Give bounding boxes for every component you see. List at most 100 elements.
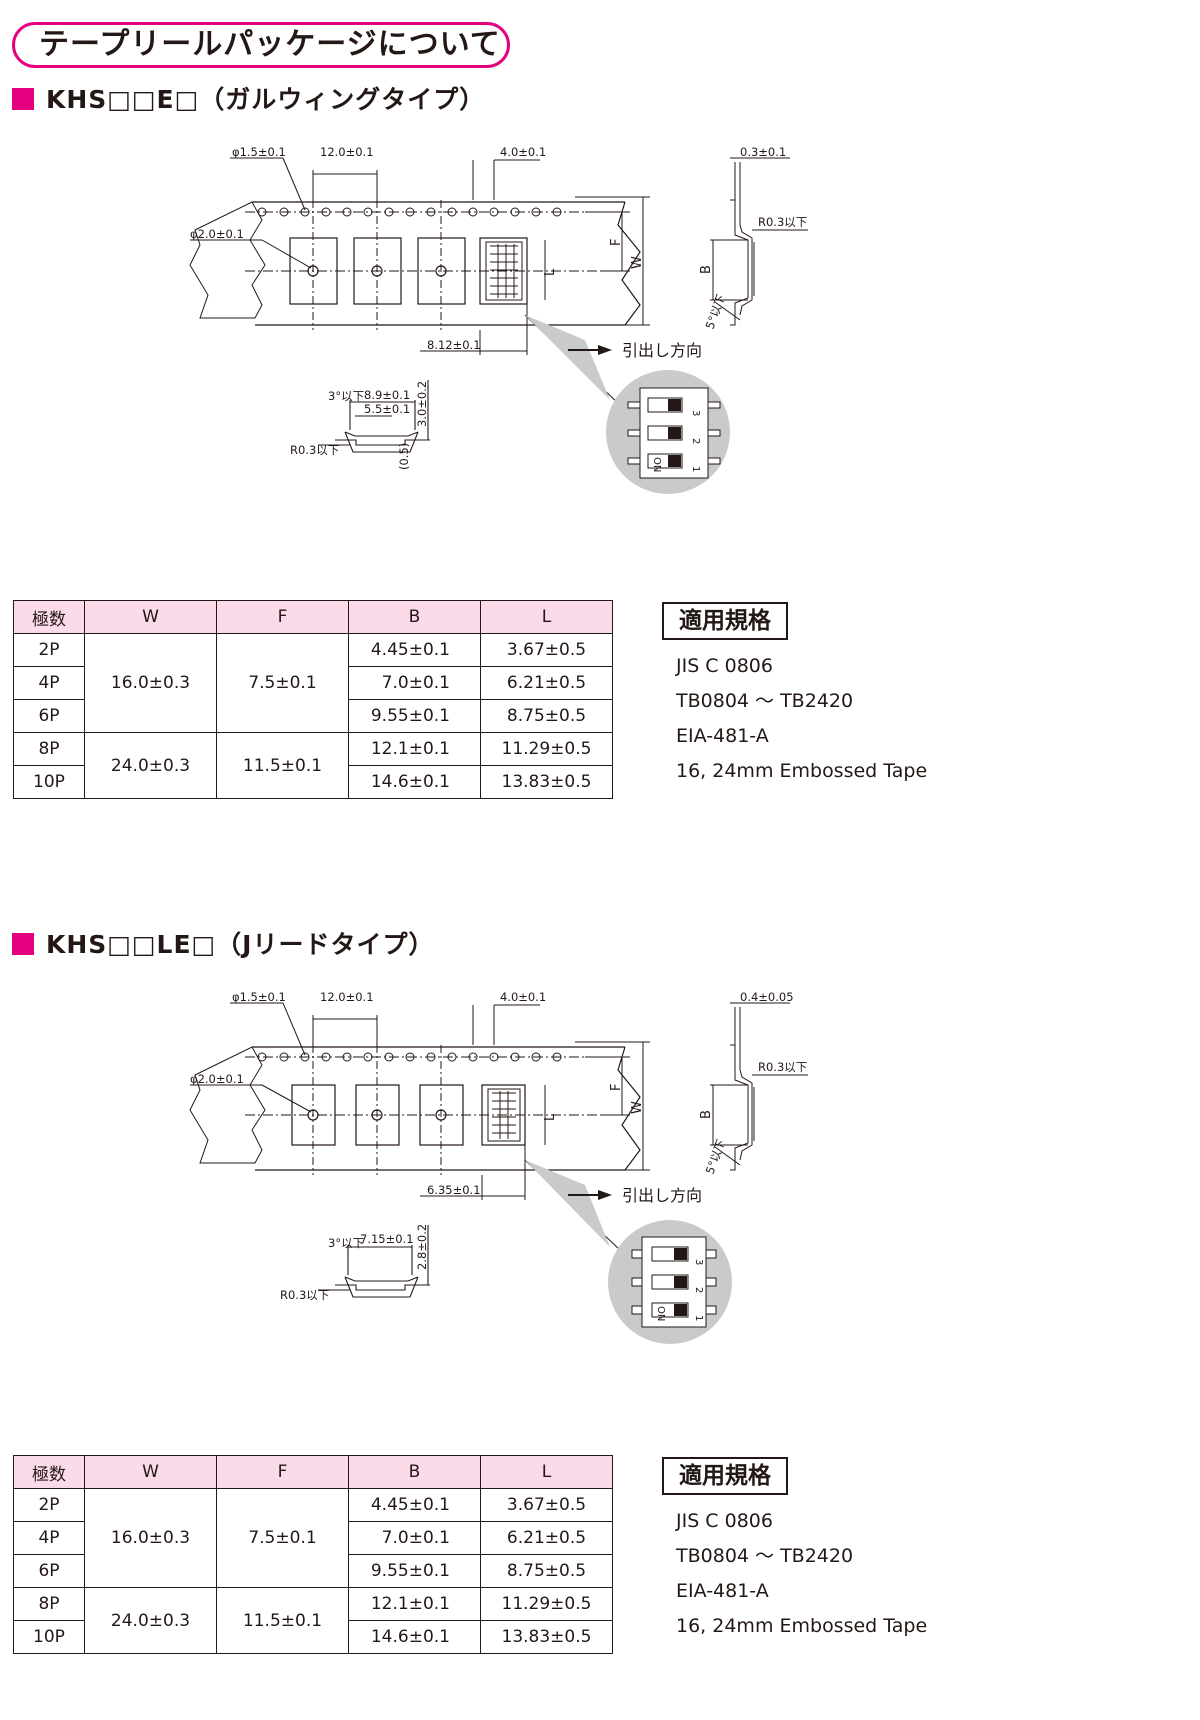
cell-L: 8.75±0.5 bbox=[480, 1554, 613, 1588]
cell-F: 11.5±0.1 bbox=[216, 732, 349, 799]
dim-offset: 6.35±0.1 bbox=[427, 1183, 481, 1197]
header-poles: 極数 bbox=[13, 1455, 85, 1489]
cell-F: 7.5±0.1 bbox=[216, 1488, 349, 1588]
dim-hole: φ1.5±0.1 bbox=[232, 145, 286, 159]
tape-drawing-gullwing: φ1.5±0.1 12.0±0.1 4.0±0.1 φ2.0±0.1 8.12±… bbox=[189, 145, 808, 494]
header-B: B bbox=[348, 1455, 481, 1489]
cell-L: 13.83±0.5 bbox=[480, 1620, 613, 1654]
dim-thickness: 0.4±0.05 bbox=[740, 990, 794, 1004]
page-title: テープリールパッケージについて bbox=[12, 22, 510, 68]
cell-L: 6.21±0.5 bbox=[480, 666, 613, 700]
header-F: F bbox=[216, 600, 349, 634]
dim-sprocket-pitch: 4.0±0.1 bbox=[500, 145, 546, 159]
dim-pitch: 12.0±0.1 bbox=[320, 990, 374, 1004]
header-W: W bbox=[84, 600, 217, 634]
table-row: 2P 16.0±0.3 7.5±0.1 4.45±0.1 3.67±0.5 bbox=[13, 633, 613, 733]
table-row: 10P 14.6±0.1 13.83±0.5 bbox=[13, 765, 613, 799]
cross-height: 3.0±0.2 bbox=[415, 381, 429, 427]
cell-L: 3.67±0.5 bbox=[480, 633, 613, 667]
cross-width-outer: 7.15±0.1 bbox=[360, 1232, 414, 1246]
dim-sprocket-pitch: 4.0±0.1 bbox=[500, 990, 546, 1004]
bullet-square-icon bbox=[12, 88, 34, 110]
cell-B: 7.0±0.1 bbox=[348, 666, 481, 700]
cell-F: 11.5±0.1 bbox=[216, 1587, 349, 1654]
table-row: 6P 9.55±0.1 8.75±0.5 bbox=[13, 699, 613, 733]
cell-poles: 8P bbox=[13, 732, 85, 766]
dim-B: B bbox=[699, 265, 714, 274]
cross-radius: R0.3以下 bbox=[280, 1288, 329, 1302]
cell-B: 12.1±0.1 bbox=[348, 1587, 481, 1621]
cell-W: 16.0±0.3 bbox=[84, 633, 217, 733]
dim-radius: R0.3以下 bbox=[758, 1060, 807, 1074]
cell-L: 3.67±0.5 bbox=[480, 1488, 613, 1522]
cross-radius: R0.3以下 bbox=[290, 443, 339, 457]
table-row: 8P 24.0±0.3 11.5±0.1 12.1±0.1 11.29±0.5 bbox=[13, 1587, 613, 1654]
header-W: W bbox=[84, 1455, 217, 1489]
cell-B: 14.6±0.1 bbox=[348, 765, 481, 799]
standards-title: 適用規格 bbox=[662, 1457, 788, 1495]
standard-item: 16, 24mm Embossed Tape bbox=[676, 1615, 928, 1637]
header-poles: 極数 bbox=[13, 600, 85, 634]
cell-B: 12.1±0.1 bbox=[348, 732, 481, 766]
switch-label-3: 3 bbox=[690, 410, 701, 416]
dim-pitch: 12.0±0.1 bbox=[320, 145, 374, 159]
header-L: L bbox=[480, 1455, 613, 1489]
cell-B: 7.0±0.1 bbox=[348, 1521, 481, 1555]
standards-list: JIS C 0806 TB0804 ～ TB2420 EIA-481-A 16,… bbox=[676, 649, 927, 789]
table-row: 10P 14.6±0.1 13.83±0.5 bbox=[13, 1620, 613, 1654]
cross-gap: (0.5) bbox=[397, 443, 411, 470]
cell-B: 4.45±0.1 bbox=[348, 633, 481, 667]
cell-poles: 2P bbox=[13, 633, 85, 667]
cell-poles: 4P bbox=[13, 1521, 85, 1555]
cell-poles: 6P bbox=[13, 699, 85, 733]
standard-item: 16, 24mm Embossed Tape bbox=[676, 760, 928, 782]
spec-table-gullwing: 極数 W F B L 2P 16.0±0.3 7.5±0.1 4.45±0.1 … bbox=[13, 600, 613, 799]
cell-poles: 8P bbox=[13, 1587, 85, 1621]
standard-item: EIA-481-A bbox=[676, 725, 769, 747]
cell-W: 24.0±0.3 bbox=[84, 732, 217, 799]
dim-offset: 8.12±0.1 bbox=[427, 338, 481, 352]
dim-W: W bbox=[630, 1101, 645, 1114]
pull-direction-label: 引出し方向 bbox=[622, 1186, 702, 1205]
section-title-gullwing: KHS□□E□（ガルウィングタイプ） bbox=[12, 80, 485, 116]
cell-poles: 10P bbox=[13, 1620, 85, 1654]
dim-B: B bbox=[699, 1110, 714, 1119]
table-row: 4P 7.0±0.1 6.21±0.5 bbox=[13, 1521, 613, 1555]
cell-L: 11.29±0.5 bbox=[480, 732, 613, 766]
cell-poles: 4P bbox=[13, 666, 85, 700]
cell-B: 4.45±0.1 bbox=[348, 1488, 481, 1522]
cell-B: 9.55±0.1 bbox=[348, 1554, 481, 1588]
header-F: F bbox=[216, 1455, 349, 1489]
switch-on-label: ON bbox=[651, 457, 662, 472]
cross-angle: 3°以下 bbox=[328, 1236, 364, 1250]
switch-on-label: ON bbox=[655, 1306, 666, 1321]
cell-L: 13.83±0.5 bbox=[480, 765, 613, 799]
standards-list: JIS C 0806 TB0804 ～ TB2420 EIA-481-A 16,… bbox=[676, 1504, 927, 1644]
dim-angle: 5°以下 bbox=[703, 292, 728, 331]
dim-F: F bbox=[609, 1084, 624, 1091]
pull-direction-label: 引出し方向 bbox=[622, 341, 702, 360]
dim-thickness: 0.3±0.1 bbox=[740, 145, 786, 159]
dim-hole: φ1.5±0.1 bbox=[232, 990, 286, 1004]
dim-angle: 5°以下 bbox=[703, 1137, 728, 1176]
table-row: 8P 24.0±0.3 11.5±0.1 12.1±0.1 11.29±0.5 bbox=[13, 732, 613, 799]
cell-L: 8.75±0.5 bbox=[480, 699, 613, 733]
dim-L: L bbox=[543, 1113, 558, 1121]
cell-W: 16.0±0.3 bbox=[84, 1488, 217, 1588]
cross-height: 2.8±0.2 bbox=[415, 1224, 429, 1270]
spec-table-jlead: 極数 W F B L 2P 16.0±0.3 7.5±0.1 4.45±0.1 … bbox=[13, 1455, 613, 1654]
header-B: B bbox=[348, 600, 481, 634]
table-row: 2P 16.0±0.3 7.5±0.1 4.45±0.1 3.67±0.5 bbox=[13, 1488, 613, 1588]
table-row: 4P 7.0±0.1 6.21±0.5 bbox=[13, 666, 613, 700]
header-L: L bbox=[480, 600, 613, 634]
switch-label-3: 3 bbox=[693, 1259, 704, 1265]
cell-poles: 6P bbox=[13, 1554, 85, 1588]
section-title-jlead: KHS□□LE□（Jリードタイプ） bbox=[12, 925, 434, 961]
standard-item: JIS C 0806 bbox=[676, 655, 773, 677]
dim-L: L bbox=[543, 268, 558, 276]
switch-label-2: 2 bbox=[690, 438, 701, 444]
dim-radius: R0.3以下 bbox=[758, 215, 807, 229]
switch-label-1: 1 bbox=[690, 466, 701, 472]
dim-center-hole: φ2.0±0.1 bbox=[190, 227, 244, 241]
tape-drawing-jlead: φ1.5±0.1 12.0±0.1 4.0±0.1 φ2.0±0.1 6.35±… bbox=[189, 990, 808, 1344]
